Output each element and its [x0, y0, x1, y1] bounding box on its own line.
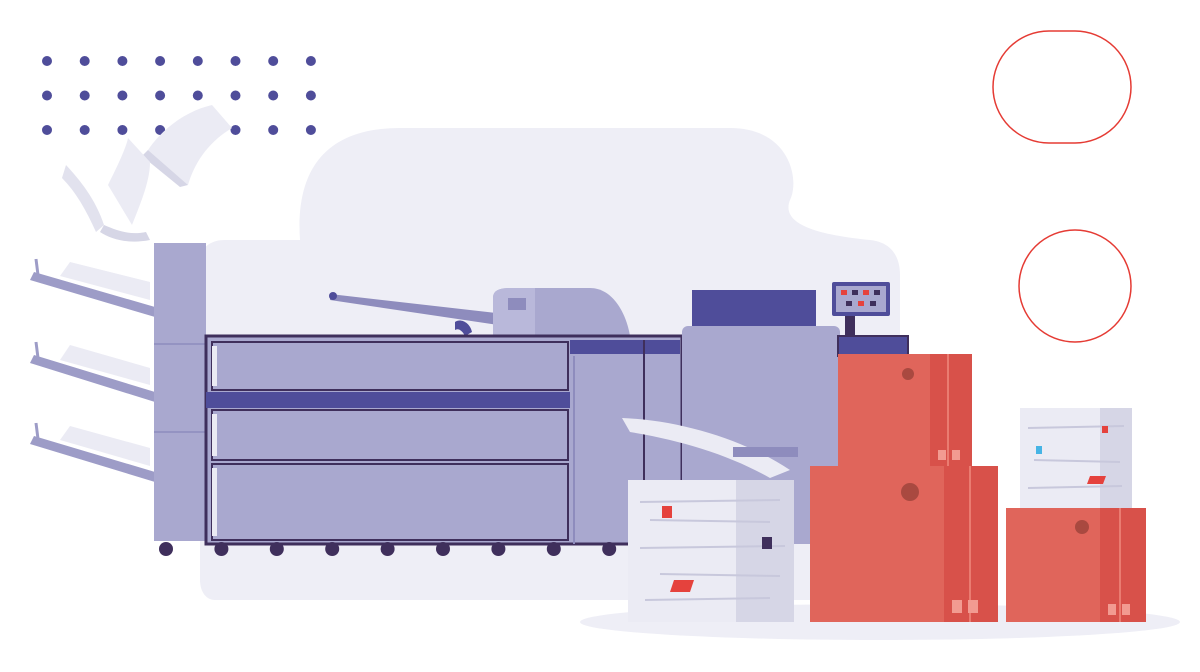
dot: [117, 125, 128, 135]
roller-wheel: [269, 542, 284, 556]
roller-row: [159, 542, 617, 556]
finisher-unit: [154, 243, 206, 541]
roller-wheel: [325, 542, 340, 556]
dot: [192, 56, 203, 66]
tray: [30, 258, 155, 317]
roller-wheel: [602, 542, 617, 556]
roller-wheel: [491, 542, 506, 556]
feeder-arm: [329, 288, 630, 336]
tray: [30, 422, 155, 482]
dot: [117, 90, 128, 101]
dot: [268, 125, 279, 135]
paper-drawer: [211, 341, 569, 391]
dot: [268, 56, 279, 66]
output-trays: [30, 258, 155, 482]
paper-stack-icon: [1020, 408, 1132, 508]
dot: [42, 56, 52, 66]
dot: [42, 125, 52, 135]
dot: [42, 90, 52, 101]
paper-stack-icon: [628, 480, 794, 622]
roller-wheel: [214, 542, 229, 556]
dot: [79, 125, 90, 135]
ring-icon: [1018, 229, 1132, 343]
dot: [155, 56, 166, 66]
dot: [79, 90, 90, 101]
box-icon: [810, 466, 998, 622]
dot: [192, 90, 203, 101]
box-icon: [1006, 508, 1146, 622]
dot: [305, 125, 316, 135]
roller-wheel: [380, 542, 395, 556]
box-icon: [838, 354, 972, 468]
dot: [155, 125, 166, 135]
control-panel: [832, 282, 890, 316]
paper-drawer: [211, 463, 569, 541]
printer-body: [204, 334, 684, 546]
dot: [79, 56, 90, 66]
ring-icon: [992, 30, 1132, 144]
flying-paper-icon: [62, 105, 232, 242]
dot: [155, 90, 166, 101]
roller-wheel: [436, 542, 450, 556]
roller-wheel: [159, 542, 173, 556]
dot: [117, 56, 128, 66]
dot: [230, 125, 241, 135]
dot: [230, 56, 241, 66]
roller-wheel: [546, 542, 561, 556]
paper-drawer: [211, 409, 569, 461]
dot: [268, 90, 279, 101]
dot: [230, 90, 241, 101]
dot: [305, 56, 316, 66]
tray: [30, 341, 155, 402]
dot: [305, 90, 316, 101]
